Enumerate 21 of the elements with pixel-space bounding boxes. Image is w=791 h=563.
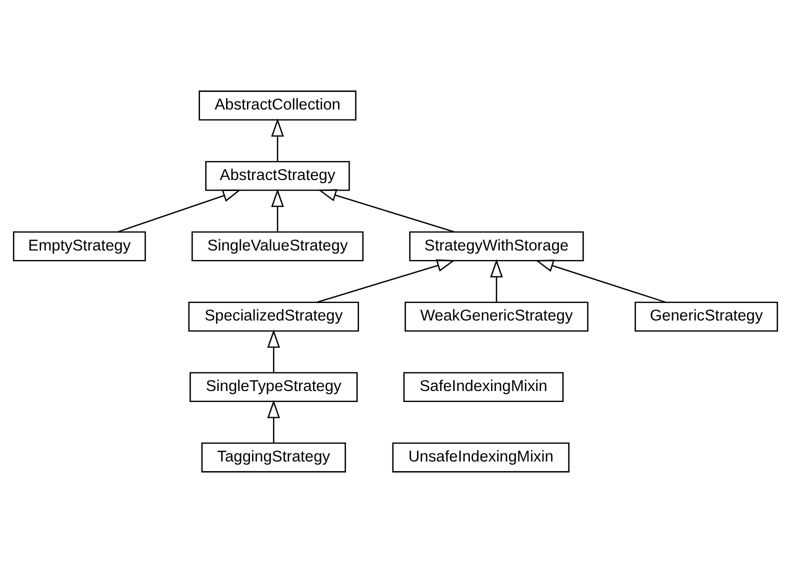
- arrow: [316, 259, 456, 303]
- node-box: EmptyStrategy: [12, 231, 146, 262]
- arrow: [271, 118, 284, 162]
- node-box: TaggingStrategy: [201, 442, 346, 472]
- node-box: AbstractCollection: [198, 90, 356, 121]
- node-box: GenericStrategy: [634, 302, 778, 332]
- arrow: [267, 400, 280, 444]
- node-box: AbstractStrategy: [205, 160, 350, 191]
- node-box: UnsafeIndexingMixin: [392, 442, 570, 472]
- arrow: [271, 188, 284, 232]
- arrow: [318, 189, 454, 233]
- arrow: [490, 259, 503, 302]
- node-box: SingleTypeStrategy: [190, 372, 358, 402]
- arrow: [267, 330, 280, 373]
- node-box: SpecializedStrategy: [188, 302, 359, 332]
- node-box: SafeIndexingMixin: [403, 372, 564, 402]
- node-box: WeakGenericStrategy: [404, 302, 588, 332]
- arrow: [117, 190, 241, 233]
- arrow: [535, 260, 666, 303]
- node-box: SingleValueStrategy: [192, 231, 364, 262]
- node-box: StrategyWithStorage: [409, 231, 584, 262]
